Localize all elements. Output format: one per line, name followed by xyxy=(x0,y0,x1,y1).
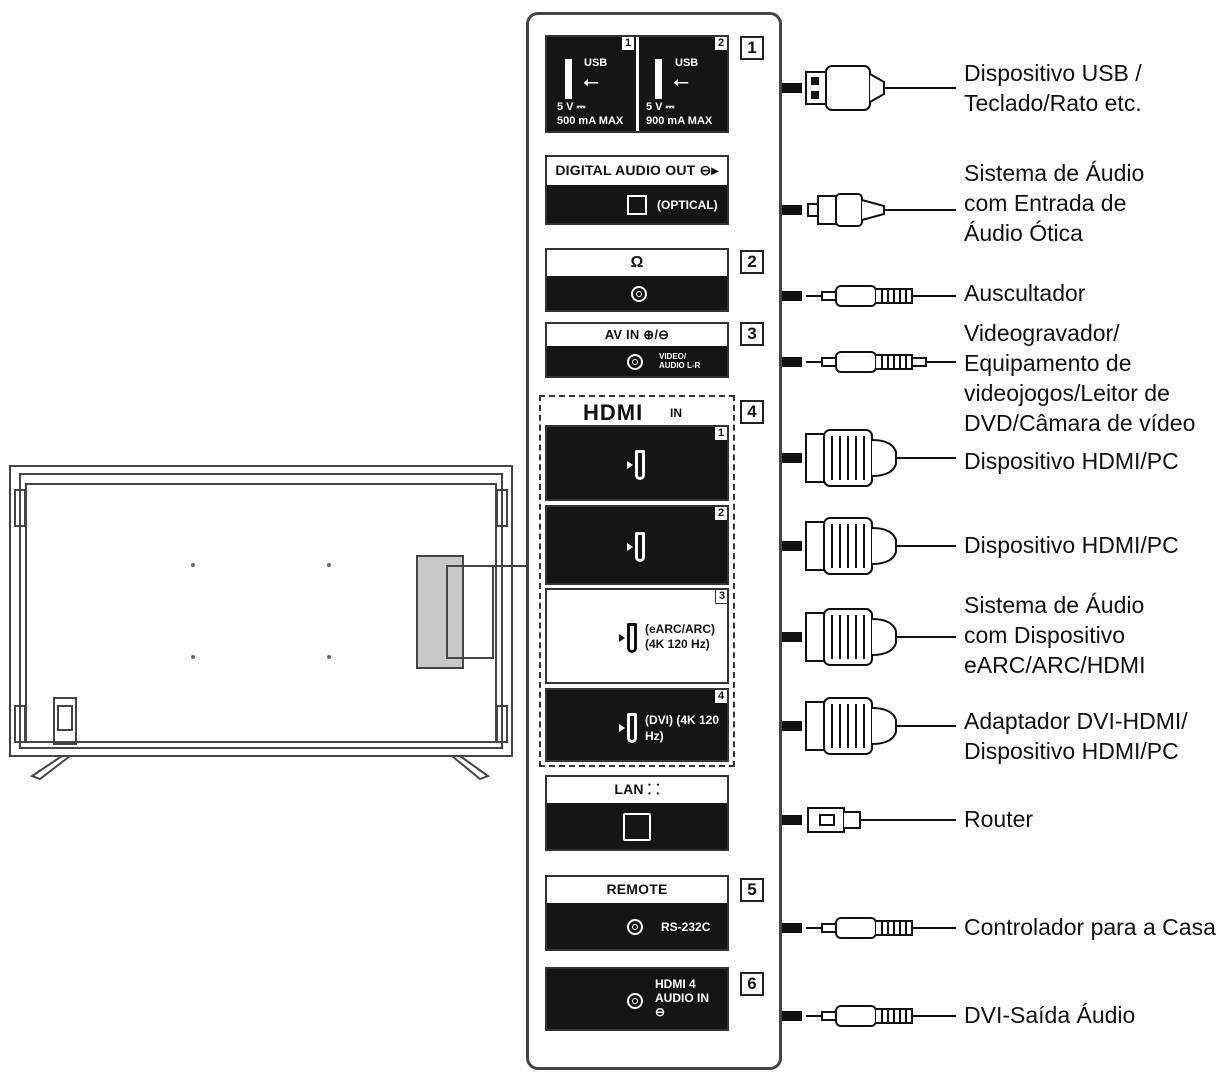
av-in-port: AV IN ⊕/⊖ VIDEO/ AUDIO L-R xyxy=(545,322,729,378)
callout-number-6: 6 xyxy=(740,972,764,996)
hdmi-port-number: 3 xyxy=(715,590,727,604)
headphone-port: Ω xyxy=(545,248,729,312)
callout-number-1: 1 xyxy=(740,36,764,60)
hdmi-in-label: IN xyxy=(670,406,682,420)
terminal-area-highlight xyxy=(416,555,464,669)
callout-number-4: 4 xyxy=(740,400,764,424)
usb-icon: ⭠ xyxy=(673,71,689,93)
hdmi-port-3: (eARC/ARC) (4K 120 Hz) 3 xyxy=(545,588,729,684)
optical-label: (OPTICAL) xyxy=(657,198,718,212)
usb-label-2: USB xyxy=(675,57,699,69)
hdmi-plug-icon xyxy=(805,433,825,483)
hdmi-connector-icon xyxy=(627,713,637,743)
hdmi-3-label: (eARC/ARC) (4K 120 Hz) xyxy=(645,622,715,651)
rs232c-jack-icon xyxy=(627,919,643,935)
hdmi-port-number: 1 xyxy=(715,427,727,440)
av-in-label: VIDEO/ AUDIO L-R xyxy=(659,352,701,370)
tv-inner-frame xyxy=(19,473,503,749)
hdmi-4-label: (DVI) (4K 120 Hz) xyxy=(645,713,720,743)
hdmi-port-1: 1 xyxy=(545,425,729,501)
hdmi-port-number: 2 xyxy=(715,507,727,520)
hdmi-port-number: 4 xyxy=(715,690,727,703)
hdmi-connector-icon xyxy=(635,532,645,562)
hdmi-connector-icon xyxy=(635,450,645,480)
hdmi-port-4: (DVI) (4K 120 Hz) 4 xyxy=(545,688,729,762)
callout-number-3: 3 xyxy=(740,322,764,346)
usb-port-number-2: 2 xyxy=(715,37,727,50)
device-label-lan: Router xyxy=(964,806,1034,832)
device-label-headphone: Auscultador xyxy=(964,280,1086,306)
optical-jack-icon xyxy=(627,195,647,215)
headphone-jack-icon xyxy=(631,286,647,302)
digital-audio-out-port: DIGITAL AUDIO OUT ⊖▸ (OPTICAL) xyxy=(545,155,729,225)
digital-audio-out-title: DIGITAL AUDIO OUT ⊖▸ xyxy=(555,161,719,178)
optical-plug-icon xyxy=(807,203,819,217)
usb-label-1: USB xyxy=(584,57,608,69)
hdmi-port-2: 2 xyxy=(545,505,729,585)
usb-port-number-1: 1 xyxy=(622,37,634,50)
usb1-current: 500 mA MAX xyxy=(557,115,624,127)
usb2-power: 5 V ⎓ xyxy=(646,101,675,113)
hdmi-plug-icon xyxy=(805,521,825,571)
av-in-title: AV IN ⊕/⊖ xyxy=(604,327,670,342)
usb1-power: 5 V ⎓ xyxy=(557,101,586,113)
callout-number-5: 5 xyxy=(740,878,764,902)
hdmi-group-outline xyxy=(539,395,735,767)
device-label-usb: Dispositivo USB /Teclado/Rato etc. xyxy=(964,60,1142,116)
remote-port: REMOTE RS-232C xyxy=(545,875,729,951)
hdmi-logo: HDMI xyxy=(583,400,644,425)
av-jack-icon xyxy=(627,354,643,370)
hdmi-connector-icon xyxy=(627,623,637,653)
device-label-hdmi2: Dispositivo HDMI/PC xyxy=(964,532,1179,558)
rs232c-label: RS-232C xyxy=(661,920,711,934)
hdmi4-audio-label: HDMI 4 AUDIO IN ⊖ xyxy=(655,977,709,1019)
device-label-hdmi1: Dispositivo HDMI/PC xyxy=(964,448,1179,474)
device-label-dvi-audio: DVI-Saída Áudio xyxy=(964,1002,1136,1028)
lan-jack-icon xyxy=(623,813,651,841)
lan-title: LAN ⸬ xyxy=(614,780,660,797)
hdmi-plug-icon xyxy=(805,701,825,751)
remote-title: REMOTE xyxy=(606,881,668,897)
usb-plug-icon xyxy=(805,71,827,105)
lan-port: LAN ⸬ xyxy=(545,775,729,851)
hdmi4-audio-in-port: HDMI 4 AUDIO IN ⊖ xyxy=(545,967,729,1031)
usb2-current: 900 mA MAX xyxy=(646,115,713,127)
hdmi4-audio-jack-icon xyxy=(627,993,643,1009)
headphone-icon: Ω xyxy=(630,254,644,271)
device-label-hdmi4: Adaptador DVI-HDMI/Dispositivo HDMI/PC xyxy=(964,708,1188,764)
callout-number-2: 2 xyxy=(740,250,764,274)
tv-outer-frame xyxy=(9,465,513,757)
tv-stand-left xyxy=(29,755,71,781)
device-label-remote: Controlador para a Casa xyxy=(964,914,1216,940)
usb-ports: USB USB ⭠ ⭠ 5 V ⎓ 500 mA MAX 5 V ⎓ 900 m… xyxy=(545,35,729,133)
hdmi-plug-icon xyxy=(805,612,825,662)
tv-stand-right xyxy=(451,755,491,781)
tv-power-box xyxy=(53,697,77,745)
usb-icon: ⭠ xyxy=(583,71,599,93)
